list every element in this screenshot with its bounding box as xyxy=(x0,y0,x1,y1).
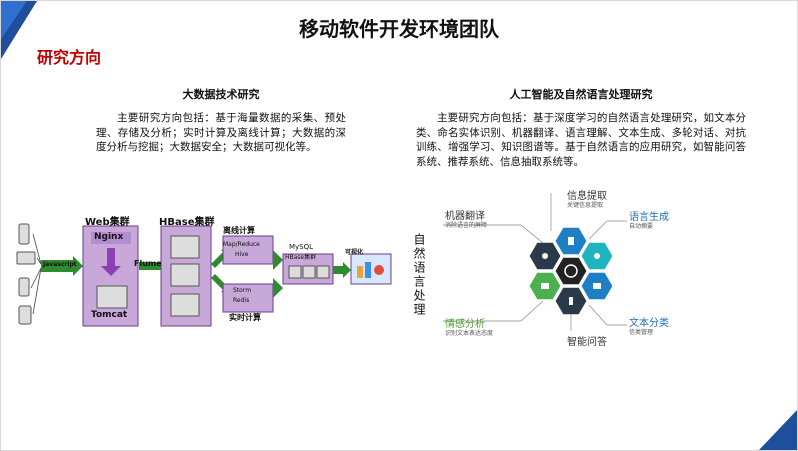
label-nginx: Nginx xyxy=(94,232,124,242)
label-redis: Redis xyxy=(233,297,250,304)
nlp-item-sub: 信类管理 xyxy=(629,329,654,336)
label-visual: 可视化 xyxy=(345,249,364,256)
nlp-item-title: 机器翻译 xyxy=(445,211,485,222)
label-tomcat: Tomcat xyxy=(91,310,128,320)
nlp-item-sub: 识别文本表达态度 xyxy=(445,330,494,337)
bigdata-architecture-diagram xyxy=(16,223,392,327)
slide-title: 移动软件开发环境团队 xyxy=(299,17,499,41)
label-hbase-group: HBase集群 xyxy=(285,254,317,261)
nlp-item-sub: 自动摘要 xyxy=(629,223,654,230)
label-offline: 离线计算 xyxy=(223,226,255,235)
label-hbase-cluster: HBase集群 xyxy=(159,217,215,228)
section-heading: 研究方向 xyxy=(37,48,102,67)
label-storm: Storm xyxy=(233,287,252,294)
right-heading: 人工智能及自然语言处理研究 xyxy=(509,88,653,101)
label-realtime: 实时计算 xyxy=(229,313,261,322)
label-flume: Flume xyxy=(134,259,162,268)
right-body: 主要研究方向包括：基于深度学习的自然语言处理研究，如文本分类、命名实体识别、机器… xyxy=(416,112,746,168)
label-mapreduce: Map/Reduce xyxy=(223,241,260,248)
left-body: 主要研究方向包括：基于海量数据的采集、预处理、存储及分析；实时计算及离线计算；大… xyxy=(96,112,346,153)
label-javascript: Javascript xyxy=(43,261,77,268)
corner-decoration-top-left xyxy=(1,1,37,59)
label-mysql: MySQL xyxy=(289,243,314,251)
nlp-vertical-label: 自然语言处理 xyxy=(412,233,426,317)
nlp-item-title: 智能问答 xyxy=(567,337,607,348)
left-heading: 大数据技术研究 xyxy=(182,88,260,101)
nlp-item-sub: 关键信息提取 xyxy=(567,202,604,209)
nlp-item-title: 语言生成 xyxy=(629,212,669,223)
nlp-item-title: 情感分析 xyxy=(445,319,485,330)
nlp-hex-diagram xyxy=(443,193,627,331)
nlp-item-sub: 消除语言的屏障 xyxy=(445,222,488,229)
nlp-item-title: 信息提取 xyxy=(567,191,607,202)
label-web-cluster: Web集群 xyxy=(85,217,130,228)
nlp-item-title: 文本分类 xyxy=(629,318,669,329)
corner-decoration-bottom-right xyxy=(759,410,797,450)
device-icons xyxy=(16,223,36,325)
label-hive: Hive xyxy=(235,251,249,258)
